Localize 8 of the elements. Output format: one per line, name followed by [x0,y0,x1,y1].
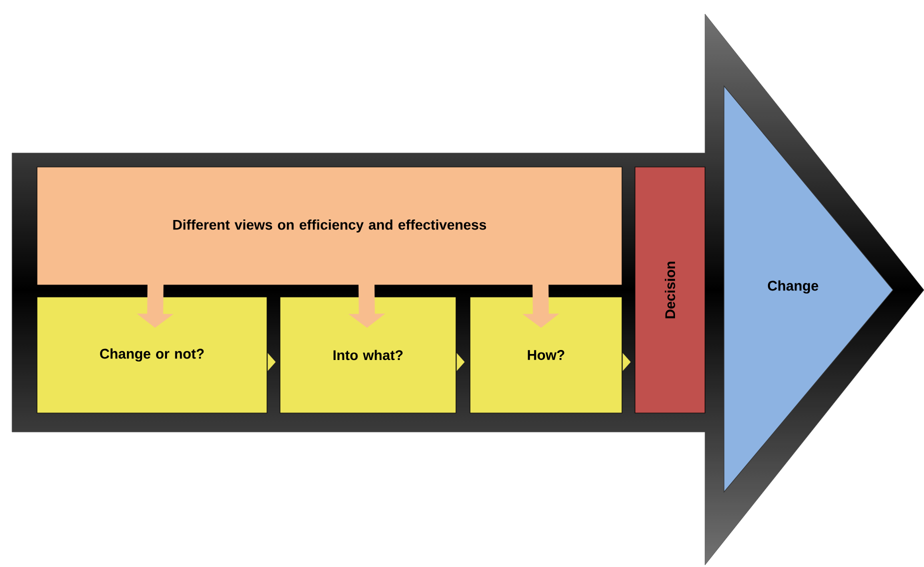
chevron-arrow [456,353,465,371]
process-box: Different views on efficiency and effectiveness [36,166,622,286]
chevron-arrow [267,353,276,371]
process-box: Into what? [280,296,456,414]
chevron-arrow [622,353,631,371]
process-box: Change or not? [36,296,268,414]
process-box: How? [470,296,622,414]
decision-box: Decision [634,166,706,414]
